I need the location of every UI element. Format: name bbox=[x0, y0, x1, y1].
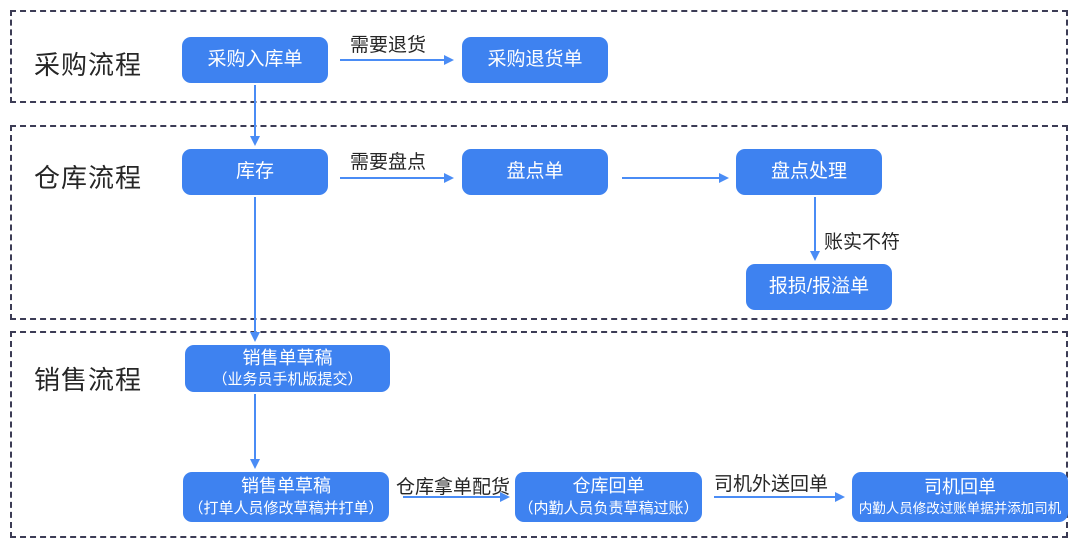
node-purchase-inbound-label: 采购入库单 bbox=[207, 48, 303, 70]
section-sales-label: 销售流程 bbox=[34, 365, 143, 395]
node-stocktake-order-label: 盘点单 bbox=[506, 160, 564, 182]
node-driver-receipt-label: 司机回单 bbox=[924, 477, 996, 498]
node-stocktake-process-label: 盘点处理 bbox=[770, 160, 847, 182]
arrow-draft-mobile-to-print bbox=[250, 394, 260, 469]
node-warehouse-receipt: 仓库回单 （内勤人员负责草稿过账） bbox=[515, 472, 702, 522]
node-stocktake-process: 盘点处理 bbox=[736, 149, 882, 195]
section-warehouse-label: 仓库流程 bbox=[34, 163, 143, 193]
section-purchase-label: 采购流程 bbox=[34, 50, 143, 80]
node-inventory: 库存 bbox=[182, 149, 328, 195]
node-sales-draft-print-sublabel: （打单人员修改草稿并打单） bbox=[188, 499, 384, 517]
arrow-draft-to-warehouse-receipt bbox=[403, 492, 510, 502]
node-sales-draft-mobile: 销售单草稿 （业务员手机版提交） bbox=[185, 345, 390, 392]
arrow-inventory-to-stocktake bbox=[340, 173, 454, 183]
arrow-stocktake-to-process bbox=[622, 173, 729, 183]
arrow-inbound-to-inventory bbox=[250, 85, 260, 146]
node-sales-draft-print: 销售单草稿 （打单人员修改草稿并打单） bbox=[183, 472, 389, 522]
section-warehouse bbox=[10, 125, 1068, 320]
node-purchase-inbound: 采购入库单 bbox=[182, 37, 328, 83]
arrow-process-to-loss-overflow bbox=[810, 197, 820, 261]
edge-label-warehouse-pick: 仓库拿单配货 bbox=[396, 477, 511, 498]
edge-label-need-return: 需要退货 bbox=[350, 35, 427, 56]
section-sales bbox=[10, 331, 1068, 538]
arrow-warehouse-to-driver-receipt bbox=[714, 492, 845, 502]
node-driver-receipt: 司机回单 内勤人员修改过账单据并添加司机 bbox=[852, 472, 1068, 522]
node-sales-draft-print-label: 销售单草稿 bbox=[241, 476, 331, 497]
node-loss-overflow: 报损/报溢单 bbox=[746, 264, 892, 310]
node-sales-draft-mobile-sublabel: （业务员手机版提交） bbox=[212, 371, 363, 389]
edge-label-need-stocktake: 需要盘点 bbox=[350, 152, 427, 173]
edge-label-driver-deliver: 司机外送回单 bbox=[714, 474, 829, 495]
arrow-inbound-to-return bbox=[340, 55, 454, 65]
node-purchase-return: 采购退货单 bbox=[462, 37, 608, 83]
edge-label-mismatch: 账实不符 bbox=[824, 232, 901, 253]
node-warehouse-receipt-sublabel: （内勤人员负责草稿过账） bbox=[518, 499, 699, 517]
section-purchase bbox=[10, 10, 1068, 103]
node-sales-draft-mobile-label: 销售单草稿 bbox=[242, 347, 333, 368]
node-driver-receipt-sublabel: 内勤人员修改过账单据并添加司机 bbox=[858, 500, 1062, 516]
node-inventory-label: 库存 bbox=[235, 160, 274, 182]
node-purchase-return-label: 采购退货单 bbox=[487, 48, 583, 70]
arrow-inventory-to-sales-draft bbox=[250, 197, 260, 342]
node-stocktake-order: 盘点单 bbox=[462, 149, 608, 195]
node-loss-overflow-label: 报损/报溢单 bbox=[768, 275, 870, 297]
node-warehouse-receipt-label: 仓库回单 bbox=[572, 476, 645, 497]
